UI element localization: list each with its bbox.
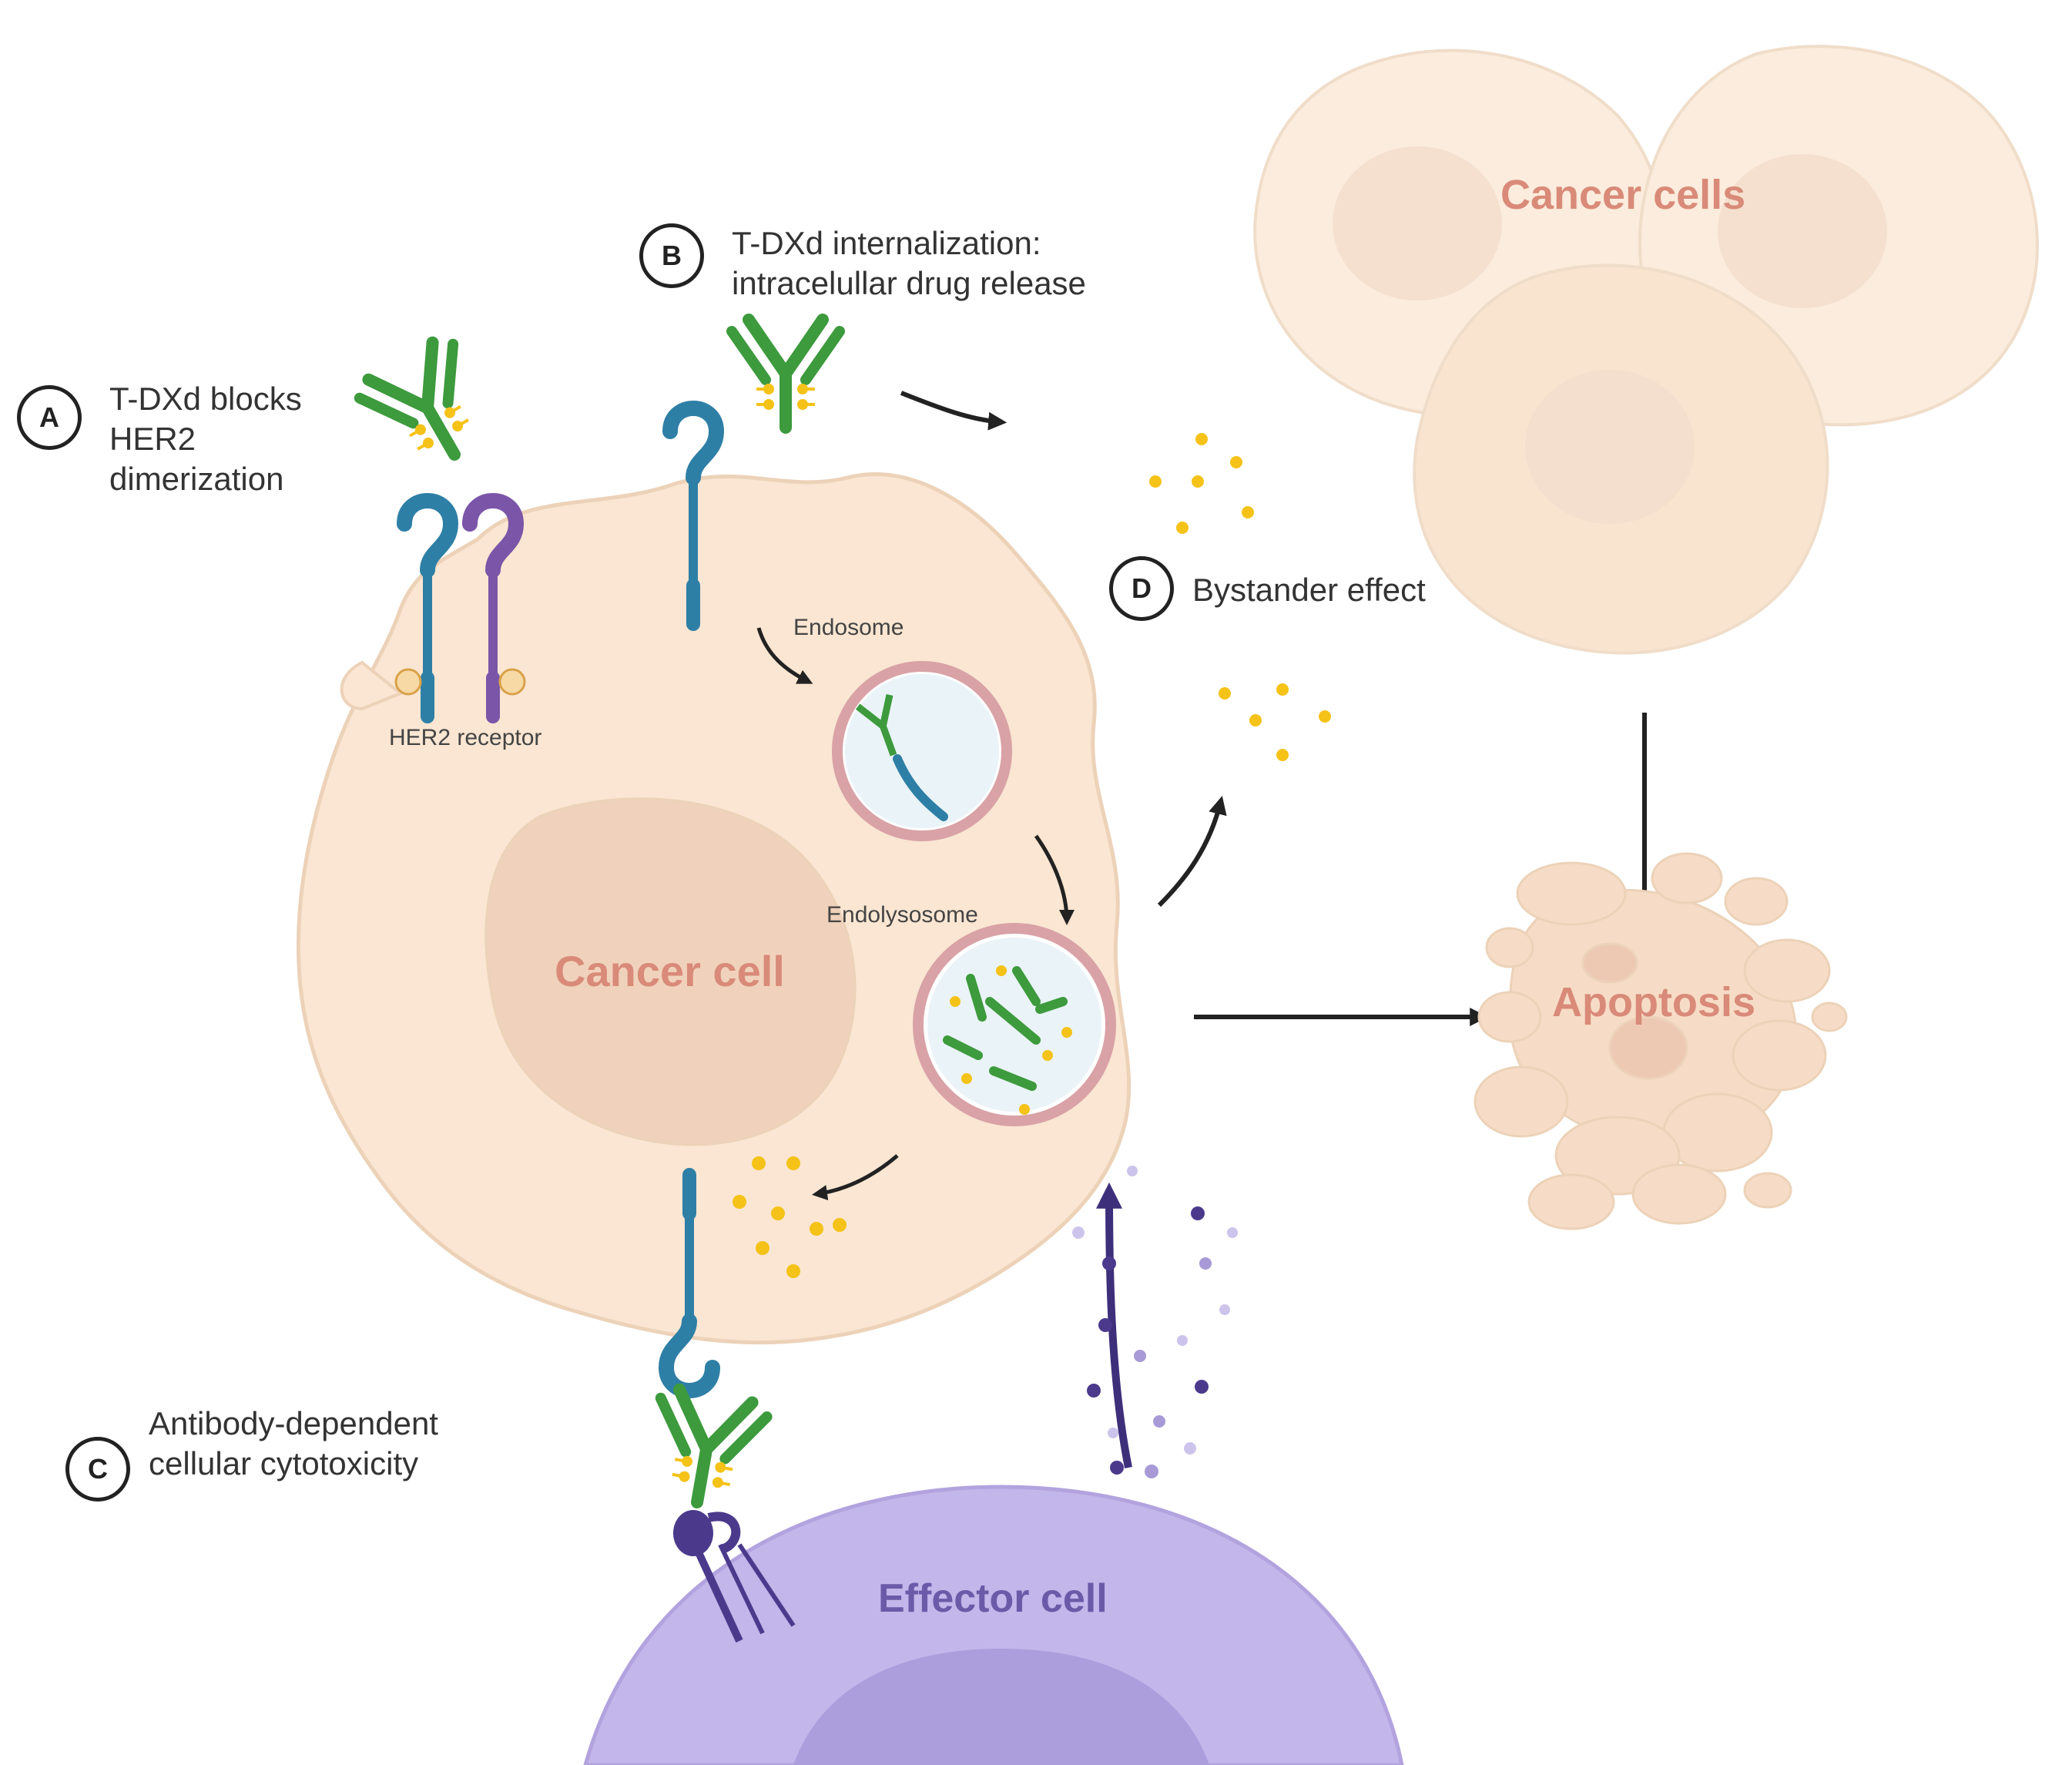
released-payload-dots [733,1156,847,1278]
step-b-antibody [732,320,840,428]
step-a-badge: A [17,385,82,450]
step-b-text-line1: T-DXd internalization: [732,225,1041,261]
cytotoxic-granules [1072,1166,1238,1478]
arrow-payload-release [812,1154,899,1200]
phosphate-icon-left [394,668,422,696]
cluster-nucleus-left [1333,146,1502,300]
her2-receptor-label: HER2 receptor [389,725,542,750]
main-cancer-cell-nucleus [484,797,857,1146]
arrow-to-endosome [756,627,813,684]
step-a-text-line3: dimerization [109,461,284,497]
endolysosome-label: Endolysosome [826,902,978,928]
step-b-badge: B [639,223,704,288]
arrow-bystander [1157,796,1227,908]
bystander-payload-dots-upper [1149,433,1254,534]
phosphate-icon-right [498,668,526,696]
apoptosis-title: Apoptosis [1552,979,1755,1025]
fc-receptor-on-effector [673,1510,796,1643]
cancer-cells-cluster [1253,45,2039,655]
effector-cell-body [583,1485,1404,1765]
apoptotic-cell-fragments [1474,852,1848,1230]
endosome [832,661,1012,841]
cluster-nucleus-right [1718,154,1887,308]
effector-cell-title: Effector cell [878,1576,1108,1621]
cancer-cells-title: Cancer cells [1500,172,1746,218]
effector-cell-nucleus [793,1649,1209,1765]
step-a-text-line2: HER2 [109,421,196,457]
step-c-badge: C [65,1437,130,1502]
step-b-text-line2: intracelullar drug release [732,265,1086,301]
step-a-text-line1: T-DXd blocks [109,381,302,417]
step-c-text-line2: cellular cytotoxicity [149,1445,419,1481]
step-d-text: Bystander effect [1192,572,1426,608]
step-d-badge: D [1109,556,1174,621]
cell-membrane-bump [340,660,404,711]
arrow-b-to-cluster [900,391,1008,431]
arrow-cytotoxic-release [1096,1182,1132,1468]
step-c-text-line1: Antibody-dependent [149,1405,438,1441]
arrow-endosome-to-endolysosome [1034,834,1075,925]
endosome-label: Endosome [793,615,904,640]
step-c-antibody [644,1387,769,1512]
step-a-antibody [354,334,501,482]
endolysosome [913,923,1116,1126]
bystander-payload-dots-lower [1219,683,1331,761]
cluster-nucleus-bottom [1525,370,1695,524]
cancer-cell-title: Cancer cell [555,947,785,995]
